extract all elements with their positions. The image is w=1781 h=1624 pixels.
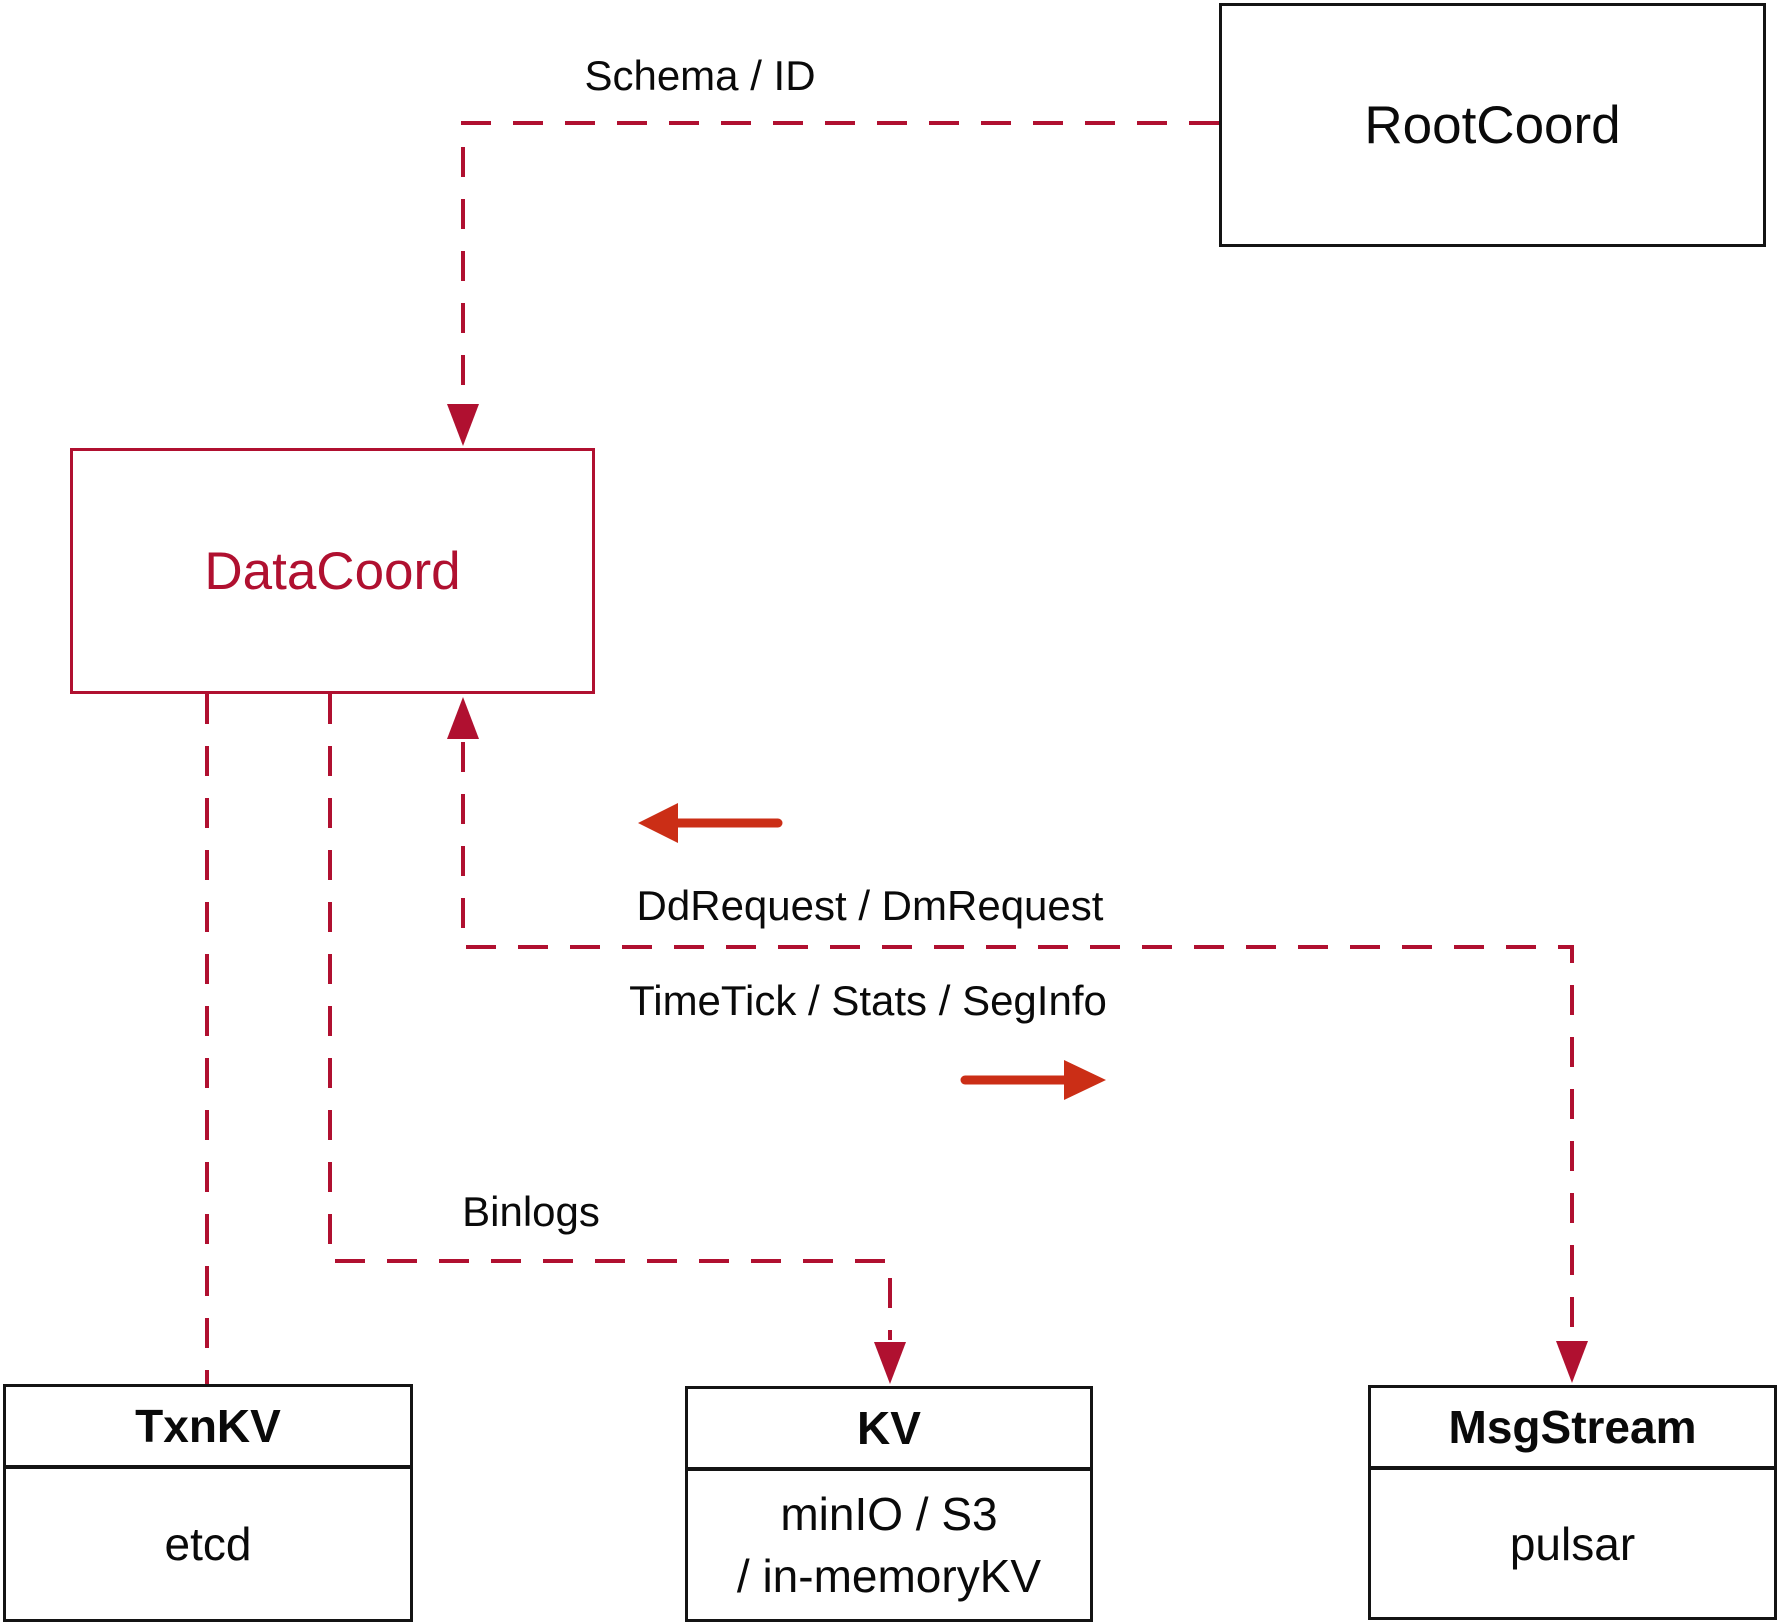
edge-label-ddrequest-dmrequest: DdRequest / DmRequest <box>636 882 1104 929</box>
node-txnkv: TxnKV etcd <box>3 1384 413 1622</box>
edge-label-timetick-stats-seginfo: TimeTick / Stats / SegInfo <box>629 977 1107 1024</box>
edge-label-schema-id: Schema / ID <box>584 52 816 99</box>
node-kv-body-line1: minIO / S3 <box>780 1488 998 1540</box>
node-kv: KV minIO / S3 / in-memoryKV <box>685 1386 1093 1622</box>
node-txnkv-body: etcd <box>6 1469 410 1619</box>
node-msgstream-body-text: pulsar <box>1509 1517 1636 1570</box>
edge-schema-id-line <box>461 121 1219 404</box>
node-txnkv-body-text: etcd <box>164 1518 252 1570</box>
edge-binlogs-line <box>328 694 892 1340</box>
node-rootcoord-label: RootCoord <box>1364 95 1621 155</box>
edge-requests-line <box>461 742 1574 1340</box>
node-kv-body-line2: / in-memoryKV <box>736 1550 1042 1602</box>
direction-arrow-right <box>960 1060 1106 1100</box>
arrowhead-into-datacoord-top <box>447 404 479 446</box>
edge-label-binlogs: Binlogs <box>462 1188 600 1235</box>
direction-arrow-left <box>638 803 783 843</box>
node-datacoord-label: DataCoord <box>204 541 461 601</box>
node-kv-body: minIO / S3 / in-memoryKV <box>688 1471 1090 1619</box>
node-rootcoord: RootCoord <box>1219 3 1766 247</box>
arrowhead-into-msgstream-top <box>1556 1341 1588 1383</box>
direction-arrow-left-head <box>638 803 678 843</box>
direction-arrow-right-head <box>1064 1060 1106 1100</box>
node-datacoord: DataCoord <box>70 448 595 694</box>
node-msgstream: MsgStream pulsar <box>1368 1385 1777 1620</box>
node-kv-header: KV <box>688 1389 1090 1471</box>
arrowhead-into-datacoord-bottom <box>447 697 479 739</box>
arrowhead-into-kv-top <box>874 1342 906 1384</box>
node-txnkv-header: TxnKV <box>6 1387 410 1469</box>
node-msgstream-header: MsgStream <box>1371 1388 1774 1470</box>
node-msgstream-body: pulsar <box>1371 1470 1774 1617</box>
